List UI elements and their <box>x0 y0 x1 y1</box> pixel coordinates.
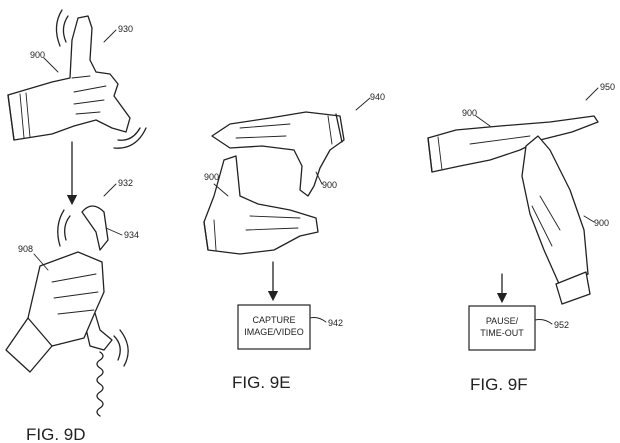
time-out-hands-drawing <box>427 115 599 305</box>
ref-930: 930 <box>118 24 133 34</box>
ref-900-right-9f: 900 <box>594 218 609 228</box>
capture-box-line2: IMAGE/VIDEO <box>244 327 304 337</box>
framing-hands-drawing <box>203 111 345 255</box>
ref-940: 940 <box>370 92 385 102</box>
phone-sign-hand-drawing <box>7 9 147 149</box>
capture-image-video-box <box>237 304 311 350</box>
ref-952: 952 <box>554 320 569 330</box>
caption-fig-9f: FIG. 9F <box>470 375 528 394</box>
figure-9d: 900 930 932 934 908 FIG. 9D <box>5 9 147 443</box>
capture-box-line1: CAPTURE <box>252 315 295 325</box>
caption-fig-9e: FIG. 9E <box>232 373 291 392</box>
figure-9e: 940 900 900 CAPTURE IMAGE/VIDEO 942 FIG.… <box>203 92 385 392</box>
figure-9f: 950 900 900 PAUSE/ TIME-OUT 952 FIG. 9F <box>427 82 615 394</box>
ref-942: 942 <box>328 318 343 328</box>
pause-box-line2: TIME-OUT <box>480 328 524 338</box>
ref-900-right: 900 <box>322 180 337 190</box>
ref-950: 950 <box>600 82 615 92</box>
ref-932: 932 <box>118 178 133 188</box>
ref-934: 934 <box>124 230 139 240</box>
ref-900-top-9f: 900 <box>462 108 477 118</box>
caption-fig-9d: FIG. 9D <box>26 425 86 443</box>
pause-box-line1: PAUSE/ <box>486 316 519 326</box>
ref-908: 908 <box>18 244 33 254</box>
handset-hand-drawing <box>5 205 129 417</box>
ref-900-top: 900 <box>30 50 45 60</box>
ref-900-left: 900 <box>204 172 219 182</box>
pause-time-out-box <box>468 305 536 351</box>
